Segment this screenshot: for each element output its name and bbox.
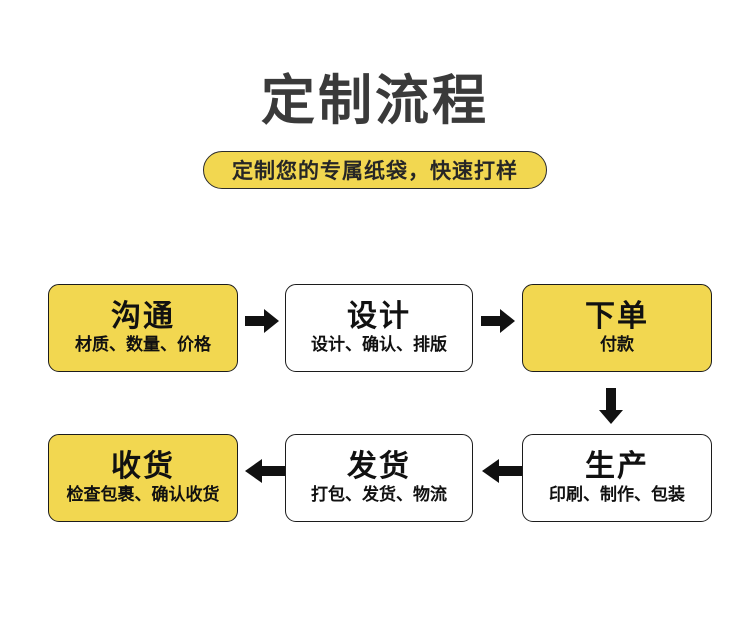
arrow-right-icon	[481, 306, 515, 336]
flow-step-design[interactable]: 设计 设计、确认、排版	[285, 284, 473, 372]
subtitle-badge: 定制您的专属纸袋，快速打样	[203, 151, 547, 189]
flow-step-production[interactable]: 生产 印刷、制作、包装	[522, 434, 712, 522]
flow-step-title: 设计	[347, 299, 411, 333]
flow-step-subtitle: 材质、数量、价格	[75, 335, 211, 355]
subtitle-container: 定制您的专属纸袋，快速打样	[0, 151, 750, 189]
flow-step-communication[interactable]: 沟通 材质、数量、价格	[48, 284, 238, 372]
page-title: 定制流程	[261, 71, 489, 131]
flow-row-bottom: 收货 检查包裹、确认收货 发货 打包、发货、物流 生产 印刷、制作、包装	[0, 434, 750, 526]
arrow-left-icon	[482, 456, 522, 486]
arrow-down-icon	[596, 388, 626, 424]
flow-step-title: 生产	[585, 449, 649, 483]
flow-step-title: 下单	[585, 299, 649, 333]
flow-step-title: 发货	[347, 449, 411, 483]
flow-step-subtitle: 打包、发货、物流	[311, 485, 447, 505]
arrow-left-icon	[245, 456, 285, 486]
flow-step-subtitle: 检查包裹、确认收货	[66, 485, 220, 505]
flow-step-subtitle: 印刷、制作、包装	[549, 485, 685, 505]
flow-step-subtitle: 设计、确认、排版	[311, 335, 447, 355]
flow-step-order[interactable]: 下单 付款	[522, 284, 712, 372]
flow-row-top: 沟通 材质、数量、价格 设计 设计、确认、排版 下单 付款	[0, 284, 750, 376]
flow-step-subtitle: 付款	[600, 335, 634, 355]
arrow-right-icon	[245, 306, 279, 336]
header: 定制流程 定制您的专属纸袋，快速打样	[0, 0, 750, 189]
flow-step-title: 沟通	[111, 299, 175, 333]
flow-step-receiving[interactable]: 收货 检查包裹、确认收货	[48, 434, 238, 522]
flow-step-title: 收货	[111, 449, 175, 483]
flow-step-shipping[interactable]: 发货 打包、发货、物流	[285, 434, 473, 522]
